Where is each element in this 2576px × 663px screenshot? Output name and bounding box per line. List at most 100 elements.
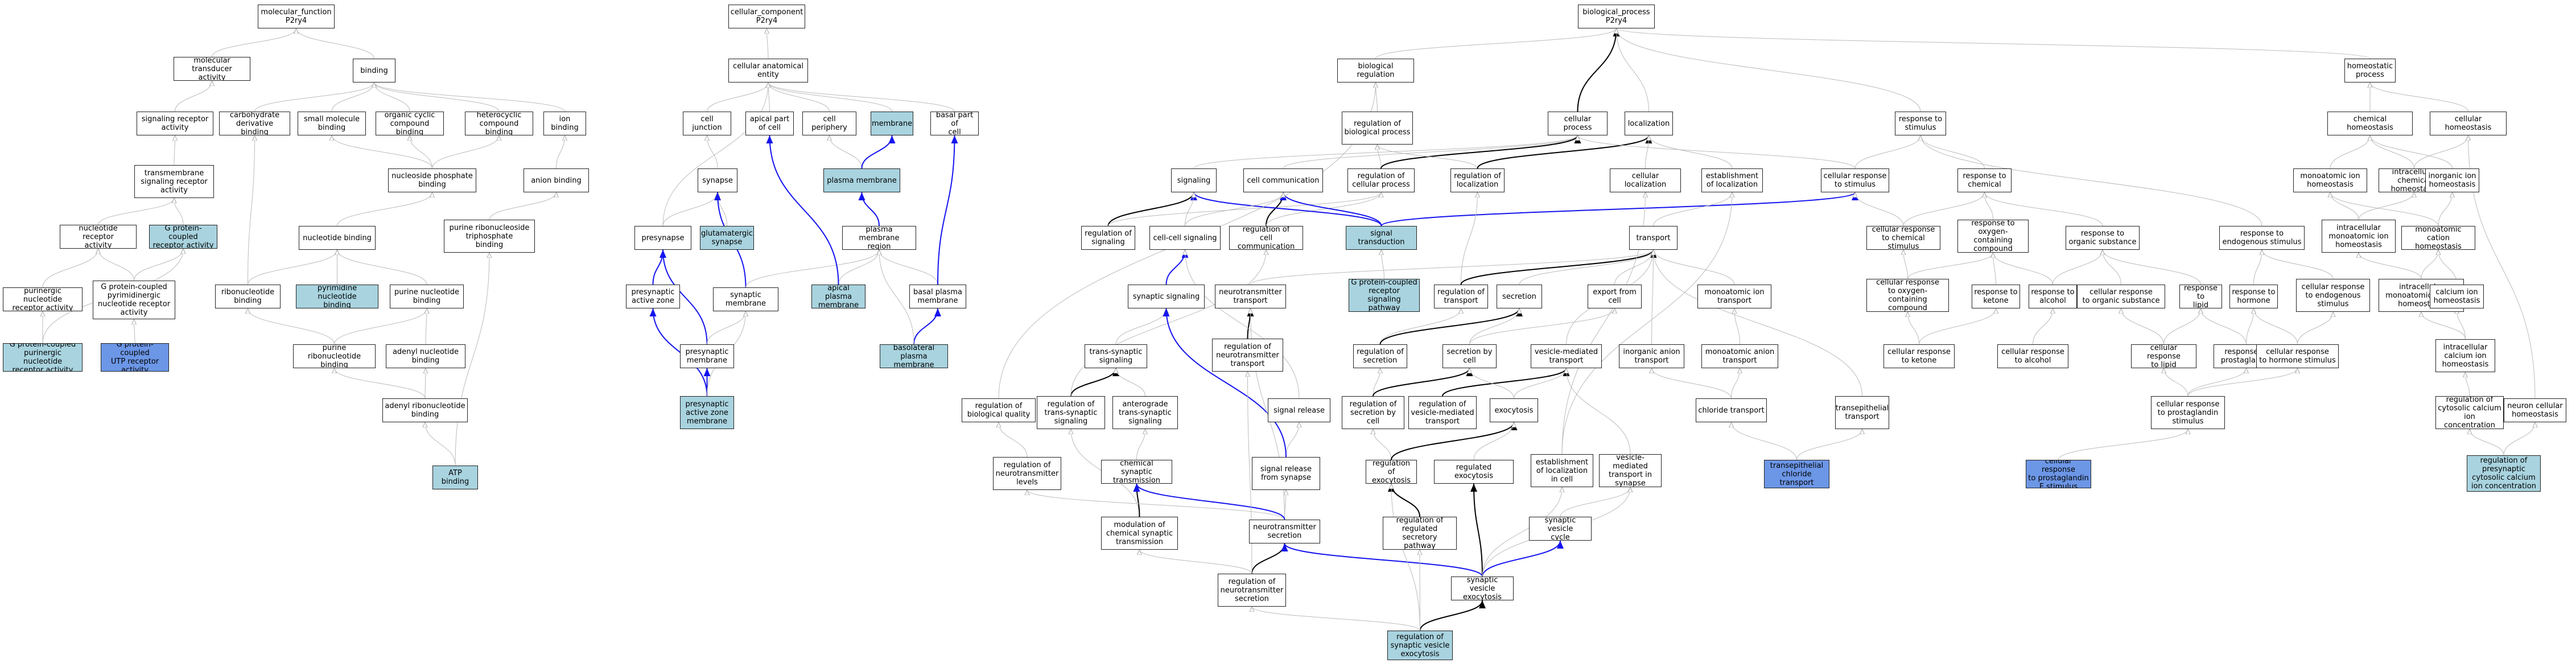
- node-signal-release-from-synapse[interactable]: signal release from synapse: [1252, 457, 1320, 490]
- node-g-protein-coupled-receptor-activity[interactable]: G protein-coupled receptor activity: [149, 225, 217, 249]
- node-response-to-stimulus[interactable]: response to stimulus: [1895, 112, 1946, 135]
- node-cellular-response-to-alcohol[interactable]: cellular response to alcohol: [1997, 344, 2068, 368]
- node-nucleotide-binding[interactable]: nucleotide binding: [299, 226, 376, 250]
- node-regulation-of-neurotransmitter-transport[interactable]: regulation of neurotransmitter transport: [1212, 339, 1283, 372]
- node-gpc-purinergic-nucleotide-receptor-activity[interactable]: G protein-coupled purinergic nucleotide …: [3, 343, 83, 372]
- node-regulation-of-secretion-by-cell[interactable]: regulation of secretion by cell: [1342, 396, 1404, 429]
- node-regulated-exocytosis[interactable]: regulated exocytosis: [1434, 460, 1514, 484]
- node-synaptic-vesicle-cycle[interactable]: synaptic vesicle cycle: [1529, 517, 1592, 541]
- node-pyrimidine-nucleotide-binding[interactable]: pyrimidine nucleotide binding: [296, 285, 378, 308]
- node-response-to-lipid[interactable]: response to lipid: [2179, 285, 2222, 308]
- node-ion-binding[interactable]: ion binding: [543, 112, 586, 135]
- node-gpc-utp-receptor-activity[interactable]: G protein-coupled UTP receptor activity: [101, 343, 169, 372]
- node-cellular-localization[interactable]: cellular localization: [1610, 168, 1681, 192]
- node-molecular-transducer-activity[interactable]: molecular transducer activity: [174, 57, 250, 81]
- node-purinergic-nucleotide-receptor-activity[interactable]: purinergic nucleotide receptor activity: [3, 287, 83, 311]
- node-purine-ribonucleotide-binding[interactable]: purine ribonucleotide binding: [293, 344, 376, 368]
- node-regulation-of-neurotransmitter-levels[interactable]: regulation of neurotransmitter levels: [993, 457, 1061, 490]
- node-nucleoside-phosphate-binding[interactable]: nucleoside phosphate binding: [388, 168, 476, 192]
- node-response-to-organic-substance[interactable]: response to organic substance: [2066, 226, 2140, 250]
- node-membrane[interactable]: membrane: [871, 112, 913, 135]
- node-monoatomic-cation-homeostasis[interactable]: monoatomic cation homeostasis: [2401, 226, 2475, 250]
- node-synapse[interactable]: synapse: [698, 168, 737, 192]
- node-purine-ribonucleoside-triphosphate-binding[interactable]: purine ribonucleoside triphosphate bindi…: [444, 220, 535, 253]
- node-regulation-of-synaptic-vesicle-exocytosis[interactable]: regulation of synaptic vesicle exocytosi…: [1387, 631, 1453, 660]
- node-homeostatic-process[interactable]: homeostatic process: [2344, 59, 2396, 83]
- node-signaling-receptor-activity[interactable]: signaling receptor activity: [137, 112, 213, 135]
- node-biological-process[interactable]: biological_process P2ry4: [1578, 5, 1655, 28]
- node-regulation-of-vesicle-mediated-transport[interactable]: regulation of vesicle-mediated transport: [1408, 396, 1477, 429]
- node-export-from-cell[interactable]: export from cell: [1588, 285, 1642, 308]
- node-apical-part-of-cell[interactable]: apical part of cell: [745, 112, 794, 135]
- node-localization[interactable]: localization: [1625, 112, 1673, 135]
- node-cellular-response-to-prostaglandin-e-stimulus[interactable]: cellular response to prostaglandin E sti…: [2026, 460, 2091, 488]
- node-regulation-of-secretion[interactable]: regulation of secretion: [1353, 344, 1407, 368]
- node-regulation-of-signaling[interactable]: regulation of signaling: [1081, 226, 1135, 250]
- node-cellular-process[interactable]: cellular process: [1548, 112, 1608, 135]
- node-basal-part-of-cell[interactable]: basal part of cell: [930, 112, 979, 135]
- node-small-molecule-binding[interactable]: small molecule binding: [298, 112, 366, 135]
- node-inorganic-anion-transport[interactable]: inorganic anion transport: [1619, 344, 1684, 368]
- node-chemical-homeostasis[interactable]: chemical homeostasis: [2327, 112, 2413, 135]
- node-biological-regulation[interactable]: biological regulation: [1337, 59, 1414, 83]
- node-heterocyclic-compound-binding[interactable]: heterocyclic compound binding: [465, 112, 533, 135]
- node-vesicle-mediated-transport[interactable]: vesicle-mediated transport: [1531, 344, 1602, 368]
- node-cellular-response-to-stimulus[interactable]: cellular response to stimulus: [1821, 168, 1889, 192]
- node-exocytosis[interactable]: exocytosis: [1490, 398, 1538, 422]
- node-cellular-anatomical-entity[interactable]: cellular anatomical entity: [728, 59, 808, 83]
- node-cell-cell-signaling[interactable]: cell-cell signaling: [1149, 226, 1221, 250]
- node-anterograde-trans-synaptic-signaling[interactable]: anterograde trans-synaptic signaling: [1112, 396, 1178, 429]
- node-cell-communication[interactable]: cell communication: [1243, 168, 1323, 192]
- node-chemical-synaptic-transmission[interactable]: chemical synaptic transmission: [1101, 460, 1172, 484]
- node-neuron-cellular-homeostasis[interactable]: neuron cellular homeostasis: [2504, 398, 2566, 422]
- node-secretion[interactable]: secretion: [1497, 285, 1542, 308]
- node-cellular-response-to-endogenous-stimulus[interactable]: cellular response to endogenous stimulus: [2296, 279, 2370, 312]
- node-transepithelial-chloride-transport[interactable]: transepithelial chloride transport: [1764, 460, 1829, 488]
- node-cellular-response-to-oxygen-containing-compound[interactable]: cellular response to oxygen-containing c…: [1866, 279, 1949, 312]
- node-intracellular-calcium-ion-homeostasis[interactable]: intracellular calcium ion homeostasis: [2435, 339, 2495, 372]
- node-response-to-alcohol[interactable]: response to alcohol: [2029, 285, 2077, 308]
- node-apical-plasma-membrane[interactable]: apical plasma membrane: [811, 285, 865, 308]
- node-organic-cyclic-compound-binding[interactable]: organic cyclic compound binding: [376, 112, 444, 135]
- node-regulation-of-neurotransmitter-secretion[interactable]: regulation of neurotransmitter secretion: [1218, 574, 1286, 607]
- node-adenyl-nucleotide-binding[interactable]: adenyl nucleotide binding: [386, 344, 465, 368]
- node-monoatomic-anion-transport[interactable]: monoatomic anion transport: [1701, 344, 1778, 368]
- node-cellular-response-to-ketone[interactable]: cellular response to ketone: [1883, 344, 1955, 368]
- node-calcium-ion-homeostasis[interactable]: calcium ion homeostasis: [2430, 285, 2484, 308]
- node-synaptic-membrane[interactable]: synaptic membrane: [713, 287, 778, 311]
- node-neurotransmitter-secretion[interactable]: neurotransmitter secretion: [1249, 520, 1320, 543]
- node-neurotransmitter-transport[interactable]: neurotransmitter transport: [1215, 285, 1286, 308]
- node-plasma-membrane-region[interactable]: plasma membrane region: [842, 226, 916, 250]
- node-plasma-membrane[interactable]: plasma membrane: [823, 168, 900, 192]
- node-signal-release[interactable]: signal release: [1268, 398, 1330, 422]
- node-regulation-of-biological-process[interactable]: regulation of biological process: [1342, 112, 1413, 145]
- node-establishment-of-localization-in-cell[interactable]: establishment of localization in cell: [1531, 454, 1593, 487]
- node-modulation-of-chemical-synaptic-transmission[interactable]: modulation of chemical synaptic transmis…: [1101, 517, 1178, 550]
- node-cellular-response-to-hormone-stimulus[interactable]: cellular response to hormone stimulus: [2256, 344, 2339, 368]
- node-synaptic-vesicle-exocytosis[interactable]: synaptic vesicle exocytosis: [1451, 576, 1514, 600]
- node-carbohydrate-derivative-binding[interactable]: carbohydrate derivative binding: [219, 112, 290, 135]
- node-adenyl-ribonucleotide-binding[interactable]: adenyl ribonucleotide binding: [382, 398, 468, 422]
- node-regulation-of-regulated-secretory-pathway[interactable]: regulation of regulated secretory pathwa…: [1383, 517, 1457, 550]
- node-purine-nucleotide-binding[interactable]: purine nucleotide binding: [390, 285, 464, 308]
- node-cellular-homeostasis[interactable]: cellular homeostasis: [2430, 112, 2507, 135]
- node-transepithelial-transport[interactable]: transepithelial transport: [1835, 396, 1889, 429]
- node-regulation-of-transport[interactable]: regulation of transport: [1434, 285, 1488, 308]
- node-regulation-of-localization[interactable]: regulation of localization: [1450, 168, 1505, 192]
- node-response-to-ketone[interactable]: response to ketone: [1972, 285, 2020, 308]
- node-cellular-response-to-organic-substance[interactable]: cellular response to organic substance: [2077, 285, 2165, 308]
- node-transmembrane-signaling-receptor-activity[interactable]: transmembrane signaling receptor activit…: [134, 165, 214, 198]
- node-response-to-chemical[interactable]: response to chemical: [1957, 168, 2012, 192]
- node-regulation-of-biological-quality[interactable]: regulation of biological quality: [962, 398, 1036, 422]
- node-response-to-hormone[interactable]: response to hormone: [2229, 285, 2278, 308]
- node-regulation-of-presynaptic-cytosolic-calcium[interactable]: regulation of presynaptic cytosolic calc…: [2467, 455, 2541, 492]
- node-gpcr-signaling-pathway[interactable]: G protein-coupled receptor signaling pat…: [1349, 279, 1420, 312]
- node-atp-binding[interactable]: ATP binding: [432, 466, 478, 489]
- node-regulation-of-cellular-process[interactable]: regulation of cellular process: [1347, 168, 1415, 192]
- node-nucleotide-receptor-activity[interactable]: nucleotide receptor activity: [60, 225, 137, 249]
- node-cellular-response-to-prostaglandin-stimulus[interactable]: cellular response to prostaglandin stimu…: [2151, 396, 2225, 429]
- node-binding[interactable]: binding: [353, 59, 395, 83]
- node-regulation-of-trans-synaptic-signaling[interactable]: regulation of trans-synaptic signaling: [1037, 396, 1105, 429]
- node-signal-transduction[interactable]: signal transduction: [1346, 226, 1417, 250]
- node-presynapse[interactable]: presynapse: [634, 226, 691, 250]
